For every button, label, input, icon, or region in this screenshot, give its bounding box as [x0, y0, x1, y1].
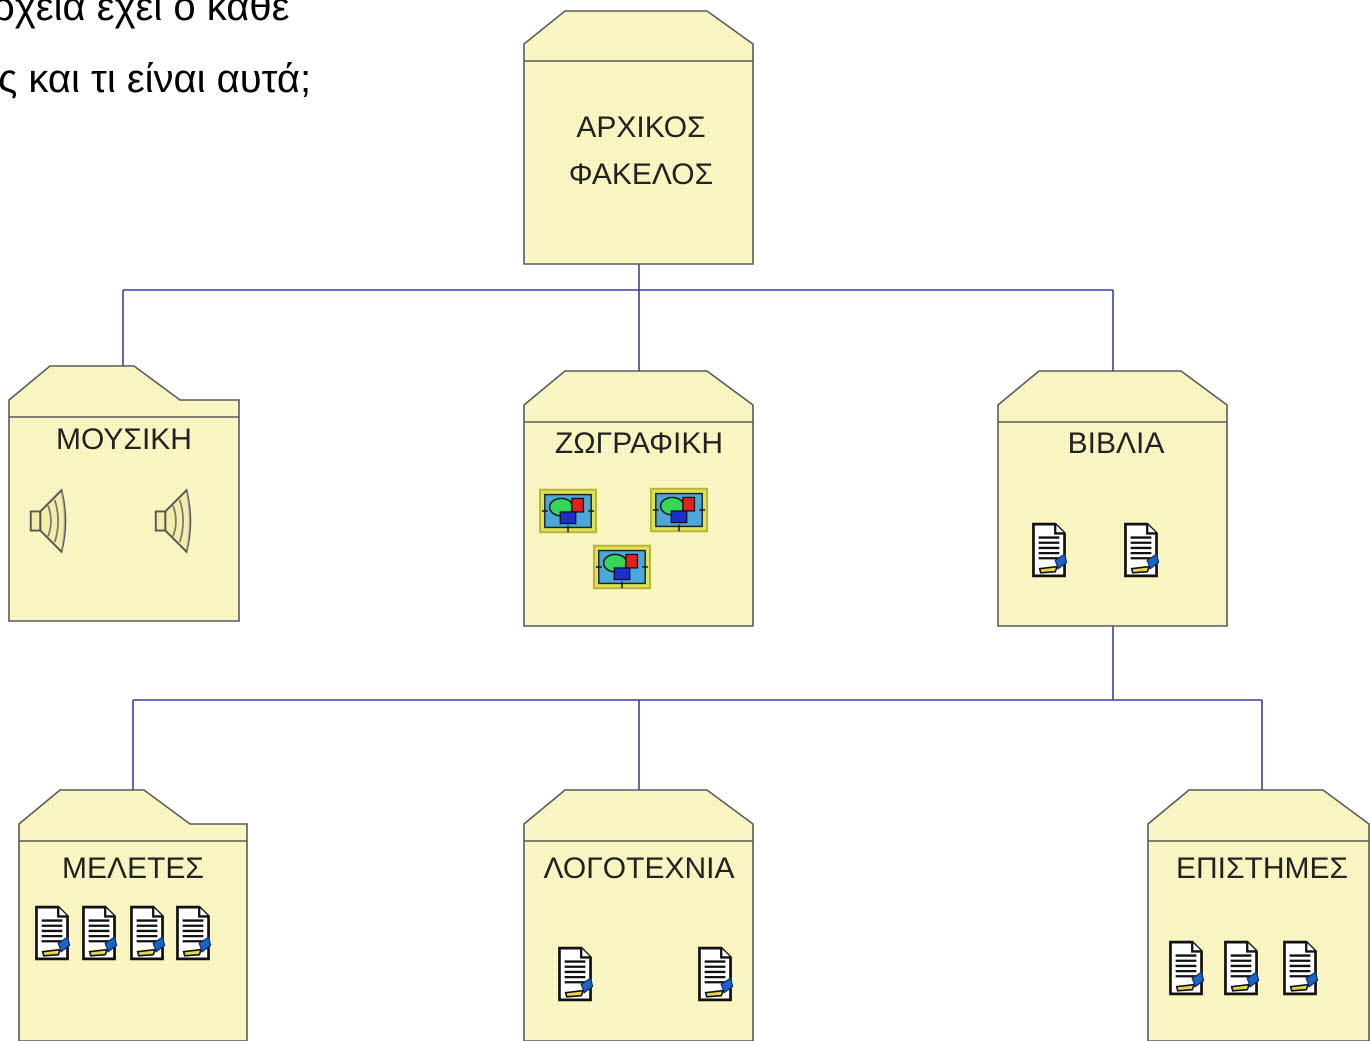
document-icon: [82, 905, 118, 961]
picture-icon: [593, 544, 651, 590]
folder-sciences[interactable]: ΕΠΙΣΤΗΜΕΣ: [1147, 789, 1370, 1041]
document-icon: [1169, 940, 1205, 996]
folder-studies[interactable]: ΜΕΛΕΤΕΣ: [18, 789, 248, 1041]
folder-studies-label: ΜΕΛΕΤΕΣ: [62, 852, 204, 885]
folder-music-label: ΜΟΥΣΙΚΗ: [56, 423, 192, 456]
folder-literature-label: ΛΟΓΟΤΕΧΝΙΑ: [544, 852, 735, 885]
document-icon: [176, 905, 212, 961]
folder-root-label-line2: ΦΑΚΕΛΟΣ: [569, 158, 713, 191]
document-icon: [1032, 522, 1068, 578]
folder-root-label-line1: ΑΡΧΙΚΟΣ: [576, 111, 705, 144]
document-icon: [1283, 940, 1319, 996]
document-icon: [1224, 940, 1260, 996]
document-icon: [35, 905, 71, 961]
document-icon: [1124, 522, 1160, 578]
question-line-2: ς και τι είναι αυτά;: [0, 57, 312, 101]
document-icon: [698, 946, 734, 1002]
folder-books-label: ΒΙΒΛΙΑ: [1068, 427, 1165, 460]
document-icon: [558, 946, 594, 1002]
folder-books[interactable]: ΒΙΒΛΙΑ: [997, 370, 1228, 627]
folder-sciences-label: ΕΠΙΣΤΗΜΕΣ: [1176, 852, 1348, 885]
document-icon: [130, 905, 166, 961]
folder-music[interactable]: ΜΟΥΣΙΚΗ: [8, 365, 240, 622]
folder-root[interactable]: ΑΡΧΙΚΟΣ ΦΑΚΕΛΟΣ: [523, 10, 754, 265]
folder-painting-label: ΖΩΓΡΑΦΙΚΗ: [555, 427, 723, 460]
picture-icon: [650, 487, 708, 533]
question-line-1: ρχεία έχει ο κάθε: [0, 0, 290, 29]
folder-painting[interactable]: ΖΩΓΡΑΦΙΚΗ: [523, 370, 754, 627]
connector-lines: [122, 264, 1263, 792]
picture-icon: [539, 488, 597, 534]
folder-literature[interactable]: ΛΟΓΟΤΕΧΝΙΑ: [523, 789, 754, 1041]
